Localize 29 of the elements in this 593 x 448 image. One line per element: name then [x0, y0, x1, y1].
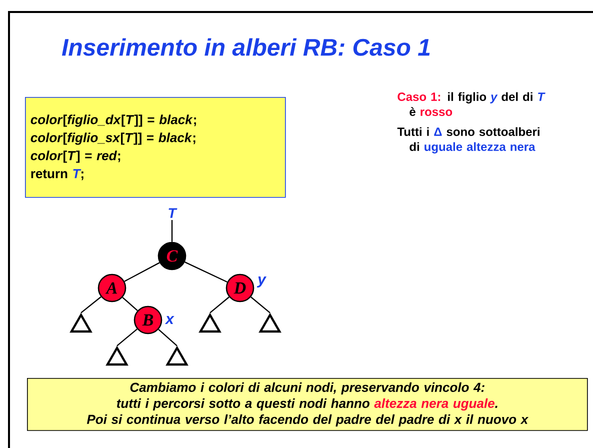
code-box: color[figlio_dx[T]] = black; color[figlio_sx[T]] = black; color[T] = red; return T; [25, 97, 286, 198]
label: Caso 1: [398, 92, 440, 102]
tree-edge [210, 296, 230, 314]
tree-edge [122, 296, 138, 312]
label: del di [502, 92, 532, 102]
case-note: Caso 1: il figlio y del di T è rosso [398, 92, 546, 116]
node-tag: y [256, 276, 266, 288]
pointer-label: T [168, 208, 178, 218]
label: uguale altezza nera [424, 142, 536, 154]
tree-edge [171, 220, 173, 242]
tree-edge [184, 261, 228, 283]
label: y [490, 94, 498, 104]
node-tag: x [164, 316, 174, 324]
label: il figlio [448, 92, 486, 104]
tree-edge [80, 296, 102, 314]
subtree-note: Tutti i Δ sono sottoalberi di uguale altezza nera [397, 127, 540, 154]
tree-edge [158, 328, 178, 346]
tree-edge [124, 262, 160, 282]
label: rosso [420, 109, 452, 116]
label: sono sottoalberi [446, 127, 540, 136]
label: è [410, 107, 416, 116]
label: Tutti i [397, 127, 429, 136]
label: di [410, 142, 420, 152]
tree-edge [116, 328, 138, 346]
tree-edge [250, 296, 270, 314]
note-box: Cambiamo i colori di alcuni nodi, preservando vincolo 4: tutti i percorsi sotto a questi nodi hanno altezza nera uguale. Poi si continua verso l’alto facendo del padre del padre di x il nuovo x [27, 378, 588, 431]
label: T [538, 92, 546, 101]
slide-title: Inserimento in alberi RB: Caso 1 [62, 38, 430, 56]
label: Δ [434, 128, 442, 136]
